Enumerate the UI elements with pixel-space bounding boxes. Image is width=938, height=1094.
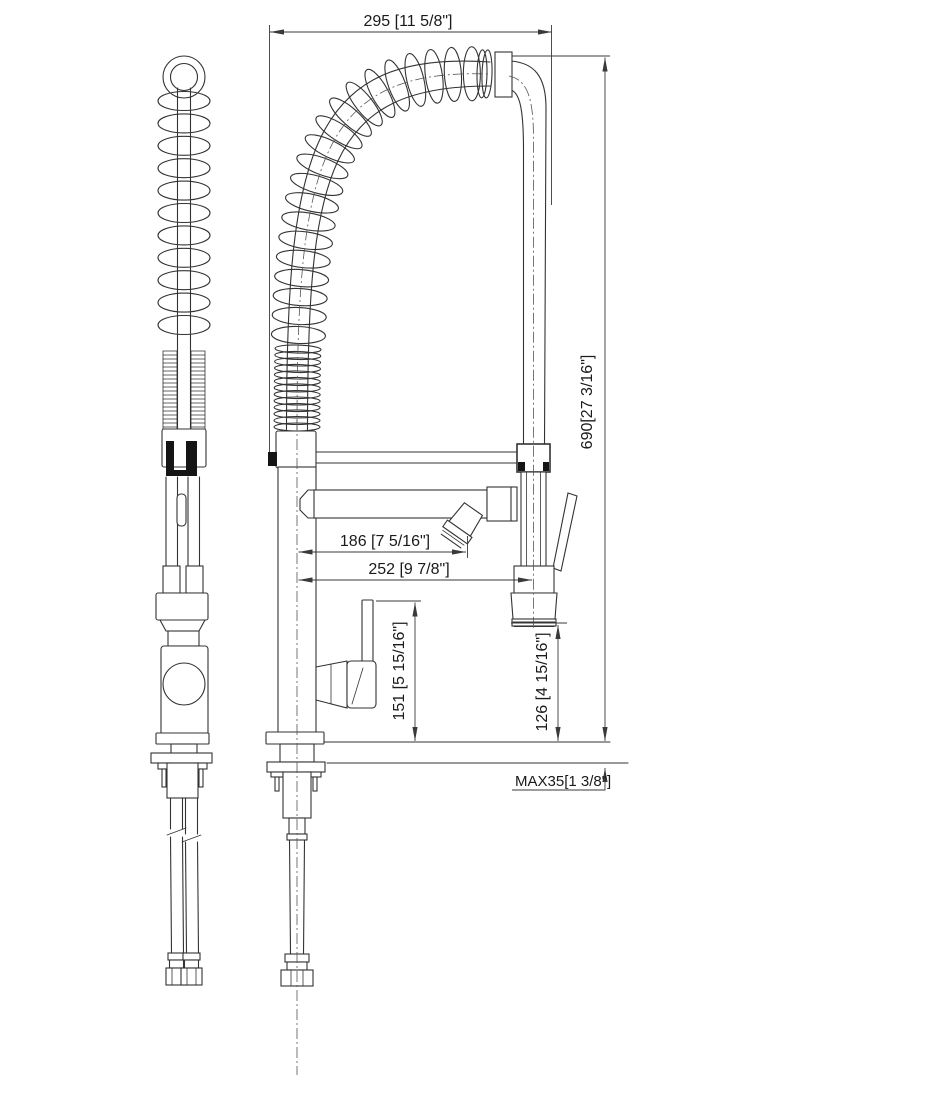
dimension-annotations: 295 [11 5/8"] 690[27 3/16"] 186 [7 5/16"… [269, 13, 611, 791]
dim-spout-reach-label: 186 [7 5/16"] [340, 533, 430, 550]
mounting-plate-side [266, 761, 326, 773]
trigger-lever-front [176, 493, 187, 527]
spray-dock-collar [513, 565, 555, 594]
mounting-screws-side [270, 771, 322, 792]
side-view-faucet [265, 46, 629, 1075]
front-view-faucet [150, 55, 213, 986]
spring-coil-front [157, 90, 211, 428]
dim-deck-max-label: MAX35[1 3/8"] [515, 773, 611, 790]
collar-front [155, 592, 209, 621]
supply-hoses-front [166, 797, 202, 954]
mounting-plate-front [150, 752, 213, 764]
dim-handle-height-label: 151 [5 15/16"] [391, 621, 408, 720]
dim-overall-height-label: 690[27 3/16"] [579, 355, 596, 450]
spout-end-block [486, 486, 518, 522]
supply-hose-side [288, 839, 306, 955]
spray-head-front [166, 470, 197, 476]
mixer-handle [315, 599, 377, 709]
spring-retainer-block [275, 430, 317, 469]
base-flange-front [155, 732, 210, 745]
hose-drop [510, 60, 547, 445]
dim-spray-height-label: 126 [4 15/16"] [534, 632, 551, 731]
handle-joint-front [162, 662, 206, 706]
handle-lever-rod [361, 599, 374, 663]
dim-top-width-label: 295 [11 5/8"] [363, 13, 452, 30]
handle-body [346, 660, 377, 709]
spout-aerator [440, 502, 484, 549]
hose-outlet-block [494, 51, 513, 98]
spring-coil-side [270, 46, 493, 432]
dim-spray-reach-label: 252 [9 7/8"] [368, 561, 449, 578]
base-flange-side [265, 731, 325, 745]
spray-centerline [508, 75, 534, 630]
spray-head [510, 592, 558, 620]
spring-top-loop [162, 55, 206, 99]
dim-deck-max-leader [512, 768, 608, 791]
hose-connectors-front [165, 952, 203, 986]
spray-trigger-lever [552, 492, 578, 572]
hose-arc [285, 60, 491, 433]
